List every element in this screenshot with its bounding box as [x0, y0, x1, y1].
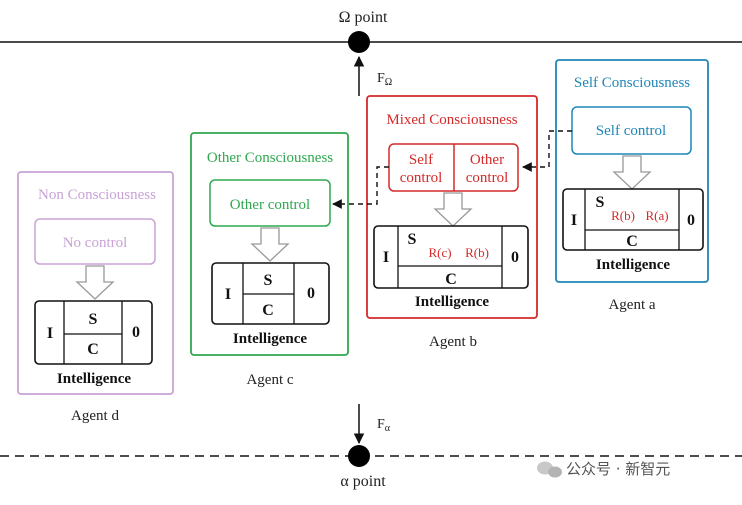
self-control-label: Self control — [596, 123, 666, 139]
agent-c-core-i: I — [225, 286, 231, 303]
other-control-box — [209, 179, 331, 227]
agent-c-down-arrow — [250, 227, 290, 262]
agent-c-core-c: C — [262, 302, 274, 319]
self-control-line2: control — [400, 170, 443, 186]
watermark-text: 公众号 · 新智元 — [566, 460, 670, 478]
agent-c-frame-title: Other Consciousness — [207, 150, 333, 166]
agent-a-core-s: S — [596, 194, 605, 211]
agent-b-frame-title: Mixed Consciousness — [386, 112, 517, 128]
agent-d-frame — [17, 171, 174, 395]
alpha-point-dot — [348, 445, 370, 467]
agent-a-core-ra: R(a) — [645, 208, 668, 223]
agent-d-down-arrow — [75, 265, 115, 300]
agent-b-intelligence-caption: Intelligence — [415, 294, 489, 310]
agent-c-panel: Other Consciousness Other control I S C … — [190, 132, 349, 356]
agent-a-core-zero: 0 — [687, 212, 695, 229]
agent-b-core-rb: R(b) — [465, 245, 489, 260]
agent-b-panel: Mixed Consciousness Self control Other c… — [366, 95, 538, 319]
agent-d-core-s: S — [89, 311, 98, 328]
force-alpha-label: Fα — [377, 417, 391, 434]
no-control-label: No control — [63, 235, 128, 251]
omega-point-label: Ω point — [339, 9, 388, 26]
agent-b-core-s: S — [408, 231, 417, 248]
agent-b-frame — [366, 95, 538, 319]
agent-c-frame — [190, 132, 349, 356]
agent-a-label: Agent a — [608, 297, 655, 313]
agent-d-core-i: I — [47, 325, 53, 342]
agent-a-core-box — [562, 188, 704, 251]
agent-b-core-box — [373, 225, 529, 289]
agent-b-core-c: C — [445, 271, 457, 288]
agent-b-core-zero: 0 — [511, 249, 519, 266]
agent-c-intelligence-caption: Intelligence — [233, 331, 307, 347]
agent-a-core-c: C — [626, 233, 638, 250]
agent-d-panel: Non Consciousness No control I S C 0 Int… — [17, 171, 174, 395]
agent-c-core-s: S — [264, 272, 273, 289]
other-control-line2: control — [466, 170, 509, 186]
agent-a-core-rb: R(b) — [611, 208, 635, 223]
other-control-label: Other control — [230, 197, 310, 213]
agent-a-core-i: I — [571, 212, 577, 229]
self-control-link-arrow — [522, 130, 572, 172]
alpha-point-label: α point — [340, 473, 386, 490]
wechat-icon — [537, 461, 562, 478]
agent-d-frame-title: Non Consciousness — [38, 187, 156, 203]
agent-a-frame — [555, 59, 709, 283]
force-omega-label: FΩ — [377, 71, 392, 88]
watermark: 公众号 · 新智元 — [537, 460, 670, 478]
agent-a-panel: Self Consciousness Self control I S R(b)… — [555, 59, 709, 283]
agent-d-label: Agent d — [71, 408, 119, 424]
agent-b-core-rc: R(c) — [428, 245, 451, 260]
agent-b-down-arrow — [433, 192, 473, 227]
other-control-link-arrow — [332, 166, 389, 209]
agent-a-frame-title: Self Consciousness — [574, 75, 690, 91]
agent-d-core-zero: 0 — [132, 324, 140, 341]
agent-d-core-c: C — [87, 341, 99, 358]
agent-b-core-i: I — [383, 249, 389, 266]
agent-a-intelligence-caption: Intelligence — [596, 257, 670, 273]
agent-a-down-arrow — [612, 155, 652, 190]
agent-b-label: Agent b — [429, 334, 477, 350]
agent-c-label: Agent c — [246, 372, 293, 388]
other-control-line1: Other — [470, 152, 504, 168]
self-control-line1: Self — [409, 152, 433, 168]
omega-point-dot — [348, 31, 370, 53]
agent-c-core-zero: 0 — [307, 285, 315, 302]
no-control-box — [34, 218, 156, 265]
agent-d-intelligence-caption: Intelligence — [57, 371, 131, 387]
